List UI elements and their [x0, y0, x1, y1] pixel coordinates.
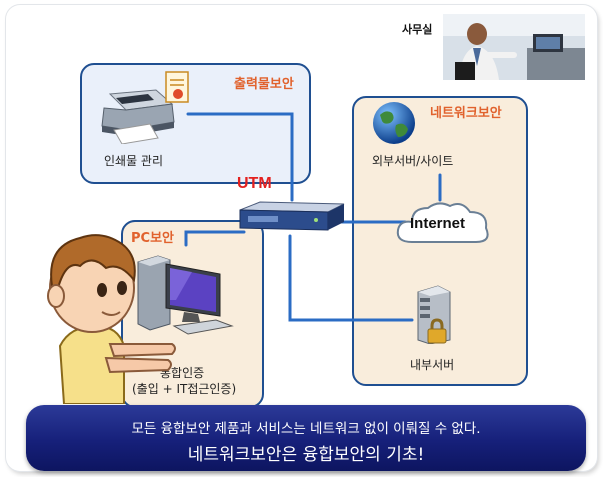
- banner-line2: 네트워크보안은 융합보안의 기초!: [187, 445, 425, 465]
- internal-server-caption: 내부서버: [410, 358, 455, 372]
- network-security-title: 네트워크보안: [430, 106, 502, 121]
- computer-icon: [136, 250, 236, 336]
- pc-auth-caption-line1: 통합인증: [160, 366, 205, 380]
- document-icon: [164, 70, 192, 106]
- print-device-caption: 인쇄물 관리: [104, 154, 164, 168]
- internet-label: Internet: [410, 215, 466, 232]
- external-server-caption: 외부서버/사이트: [372, 154, 454, 168]
- utm-appliance-icon: [236, 200, 348, 238]
- pc-auth-caption-line2: (출입 + IT접근인증): [132, 382, 237, 396]
- banner-line1: 모든 융합보안 제품과 서비스는 네트워크 없이 이뤄질 수 없다.: [131, 421, 481, 437]
- summary-banner: 모든 융합보안 제품과 서비스는 네트워크 없이 이뤄질 수 없다. 네트워크보…: [26, 405, 586, 471]
- office-worker-photo: [443, 14, 585, 80]
- print-security-title: 출력물보안: [234, 77, 294, 92]
- office-label: 사무실: [402, 23, 433, 36]
- cloud-icon: [392, 196, 494, 250]
- pc-security-title: PC보안: [131, 231, 174, 246]
- boy-illustration: [40, 226, 180, 405]
- globe-icon: [370, 99, 418, 147]
- printer-icon: [92, 72, 184, 145]
- wire-printer-utm: [186, 112, 294, 202]
- wire-pc-utm: [184, 230, 246, 247]
- lock-icon: [426, 318, 448, 344]
- utm-label: UTM: [237, 175, 272, 192]
- wire-utm-internal: [288, 234, 414, 322]
